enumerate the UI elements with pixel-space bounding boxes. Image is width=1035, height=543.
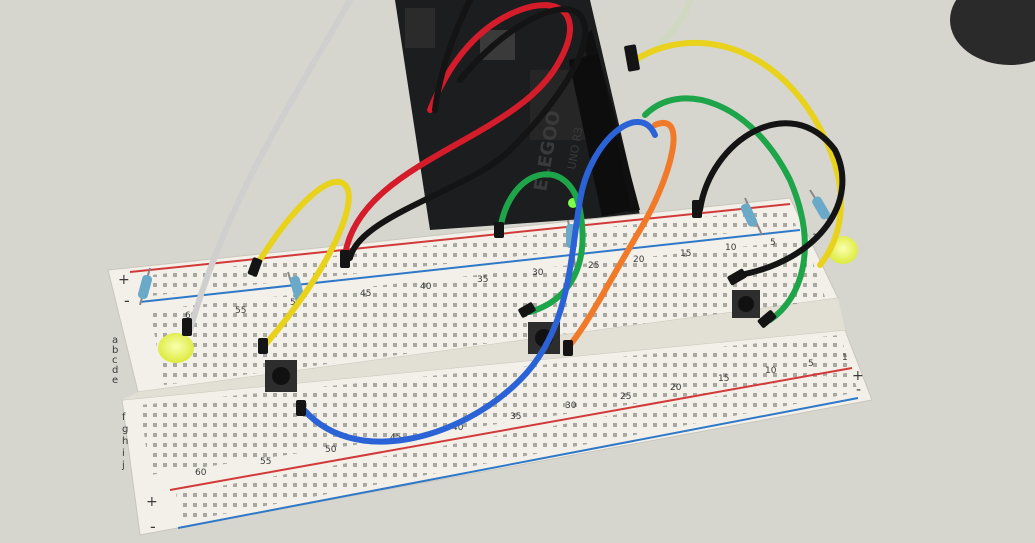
column-number: 35 — [510, 412, 521, 422]
row-letter: d — [112, 365, 118, 376]
right-rail-plus-label: + — [852, 368, 864, 384]
wire-plug — [518, 302, 536, 318]
column-number: 25 — [620, 392, 631, 402]
wire-red — [342, 2, 573, 258]
bottom-rail-minus-label: - — [150, 517, 156, 536]
column-number: 55 — [235, 306, 246, 316]
wire-plug — [563, 340, 573, 356]
column-number: 25 — [588, 261, 599, 271]
column-number: 10 — [725, 243, 737, 253]
column-number: 10 — [765, 366, 777, 376]
top-rail-minus-label: - — [124, 291, 130, 310]
column-number: 35 — [477, 275, 488, 285]
wire-yellow-right — [632, 39, 844, 268]
column-number: 20 — [670, 383, 682, 393]
wire-plug — [296, 400, 306, 416]
column-number: 50 — [325, 445, 337, 455]
wire-black-arduino — [347, 6, 589, 261]
column-number: 1 — [842, 353, 848, 363]
wire-plug — [182, 318, 192, 336]
wire-plug — [727, 268, 747, 286]
wire-green-right — [642, 95, 808, 323]
row-letter: a — [112, 335, 118, 346]
column-number: 15 — [680, 249, 691, 259]
wire-black-top — [432, 0, 473, 113]
column-number: 40 — [452, 423, 464, 433]
dark-object-corner — [950, 0, 1035, 65]
wire-plug — [624, 44, 640, 72]
row-letter: f — [122, 412, 126, 423]
bottom-rail-blue — [177, 397, 859, 529]
yellow-led-left — [158, 333, 194, 363]
row-letter: h — [122, 436, 128, 447]
right-rail-minus-label: - — [856, 382, 861, 398]
top-rail-plus-label: + — [118, 272, 130, 288]
wire-blue — [297, 119, 658, 445]
wire-plug — [247, 257, 263, 277]
wire-plug — [692, 200, 702, 218]
row-letter: j — [121, 460, 125, 471]
wire-plug — [757, 310, 777, 328]
top-rail-blue — [139, 229, 801, 303]
column-number: 60 — [185, 311, 197, 321]
resistor — [740, 197, 763, 236]
wires — [182, 0, 846, 445]
wire-white — [187, 0, 353, 333]
push-button-right — [732, 290, 760, 318]
column-number: 60 — [195, 468, 207, 478]
column-number: 5 — [770, 238, 776, 248]
column-number: 45 — [360, 289, 371, 299]
components — [137, 189, 858, 392]
row-letter: e — [112, 375, 118, 386]
column-number: 55 — [260, 457, 271, 467]
resistor — [287, 271, 305, 306]
column-number: 20 — [633, 255, 645, 265]
top-rail-red — [129, 203, 791, 273]
column-number: 30 — [565, 401, 577, 411]
wire-black-right — [697, 120, 846, 278]
bottom-rail-plus-label: + — [146, 494, 158, 510]
row-letter: g — [122, 424, 128, 435]
row-letter: i — [122, 448, 125, 459]
column-number: 40 — [420, 282, 432, 292]
bottom-rail-red — [169, 367, 853, 491]
column-number: 5 — [808, 359, 814, 369]
row-letter: c — [112, 355, 118, 366]
column-number: 15 — [718, 374, 729, 384]
resistor — [137, 267, 153, 306]
breadboard: + - + - + - a b c d e f g h i j 60 55 50… — [107, 197, 873, 536]
column-number: 30 — [532, 268, 544, 278]
wire-plug — [258, 338, 268, 354]
wire-yellow-left — [252, 178, 352, 348]
push-button-left — [265, 360, 297, 392]
resistor — [809, 189, 831, 223]
wire-plug — [340, 250, 350, 268]
row-letter: b — [112, 345, 118, 356]
wire-orange — [567, 120, 677, 348]
row-letters-left: a b c d e f g h i j — [112, 335, 128, 471]
wire-plug — [494, 222, 504, 238]
